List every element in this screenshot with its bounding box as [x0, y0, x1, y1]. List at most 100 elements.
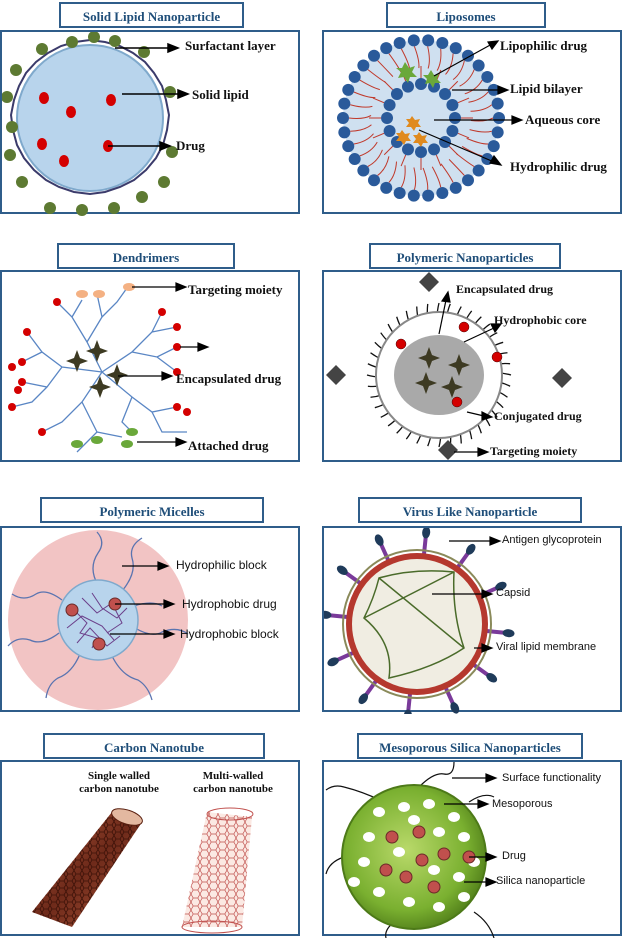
dend-encapsulated-drugs: [66, 340, 128, 398]
glycoprotein-head: [486, 672, 498, 683]
lipid-head: [401, 80, 414, 93]
lipid-head: [472, 164, 485, 177]
lipo-title: Liposomes: [386, 2, 546, 28]
lipid-head: [493, 112, 505, 124]
lipid-tail: [350, 104, 373, 108]
pore: [408, 815, 420, 825]
lipo-diagram: [337, 34, 524, 202]
lipid-tail: [448, 159, 465, 176]
pore: [348, 877, 360, 887]
glycoprotein-head: [327, 657, 339, 667]
dend-panel: Targeting moiety Encapsulated drug Attac…: [0, 270, 300, 462]
lipid-tail: [457, 132, 470, 139]
msn-diagram: [325, 762, 498, 938]
lipid-head: [367, 174, 380, 187]
pore: [403, 897, 415, 907]
lipid-head: [415, 146, 427, 158]
lipid-tail: [350, 124, 372, 132]
lipid-tail: [353, 133, 374, 145]
lipid-tail: [440, 163, 454, 183]
pore: [358, 857, 370, 867]
lipid-head: [338, 97, 351, 110]
lipid-head: [380, 181, 393, 194]
lipid-head: [436, 36, 449, 49]
lipid-head: [407, 34, 420, 47]
pnp-targeting-moieties: [326, 272, 572, 460]
lipo-panel: Lipophilic drug Lipid bilayer Aqueous co…: [322, 30, 622, 214]
lipid-tail: [377, 156, 390, 176]
lipid-tail: [469, 129, 492, 133]
glycoprotein-head: [336, 565, 348, 576]
dend-encapsulated-label: Encapsulated drug: [176, 371, 282, 386]
pnp-panel: Encapsulated drug Hydrophobic core Conju…: [322, 270, 622, 462]
dend-red-drugs: [8, 298, 191, 436]
msn-surface-chains: [325, 762, 495, 938]
cnt-title: Carbon Nanotube: [43, 733, 265, 759]
vlp-panel: Antigen glycoprotein Capsid Viral lipid …: [322, 526, 622, 714]
lipid-tail: [468, 91, 489, 103]
vlp-antigen-label: Antigen glycoprotein: [502, 534, 602, 546]
glycoprotein-head: [374, 534, 384, 546]
lipid-tail: [383, 80, 394, 91]
dend-attached-label: Attached drug: [188, 438, 269, 453]
sln-diagram: [2, 32, 191, 216]
pore: [423, 799, 435, 809]
dend-targeting-label: Targeting moiety: [188, 282, 283, 297]
pore: [433, 902, 445, 912]
vlp-capsid-label: Capsid: [496, 587, 531, 599]
sln-surfactant-outline: [9, 38, 171, 196]
dend-arrows: [118, 282, 210, 447]
pore: [458, 832, 470, 842]
glycoprotein-stalk: [335, 650, 355, 662]
pnp-core: [394, 335, 484, 415]
lipo-tails: [348, 46, 494, 190]
lipid-tail: [464, 79, 483, 95]
vlp-title: Virus Like Nanoparticle: [358, 497, 582, 523]
glycoprotein-head: [465, 543, 476, 555]
lipid-head: [348, 153, 361, 166]
pnp-conjugated-drugs: [395, 321, 503, 408]
msn-surface-label: Surface functionality: [502, 772, 602, 784]
lipid-tail: [459, 69, 475, 87]
lipid-head: [491, 126, 504, 139]
vlp-arrows: [432, 536, 502, 653]
micelle-hydrophilic-chains: [7, 531, 189, 701]
lipid-tail: [372, 97, 385, 104]
lipid-head: [401, 143, 414, 156]
glycoprotein-stalk: [379, 542, 391, 562]
lipid-head: [472, 59, 485, 72]
glycoprotein-stalk: [329, 613, 348, 620]
micelle-diagram: [7, 530, 189, 710]
sln-surfactant-label: Surfactant layer: [185, 38, 276, 53]
glycoprotein-head: [358, 693, 369, 705]
msn-arrows: [444, 773, 498, 887]
lipid-head: [446, 98, 459, 111]
lipid-head: [393, 36, 406, 49]
dend-title: Dendrimers: [57, 243, 235, 269]
msn-panel: Surface functionality Mesoporous Drug Si…: [322, 760, 622, 938]
lipid-head: [383, 98, 396, 111]
lipid-head: [428, 143, 441, 156]
glycoprotein-stalk: [363, 679, 378, 697]
lipid-tail: [457, 97, 470, 104]
lipid-head: [380, 42, 393, 55]
glycoprotein-stalk: [472, 663, 490, 678]
lipid-tail: [367, 149, 383, 167]
glycoprotein-head: [324, 610, 332, 619]
glycoprotein-stalk: [443, 686, 455, 706]
micelle-hydrophilic-label: Hydrophilic block: [176, 558, 267, 572]
glycoprotein-head: [495, 581, 507, 591]
cnt-panel: Single walled carbon nanotube Multi-wall…: [0, 760, 300, 936]
lipid-head: [348, 70, 361, 83]
lipid-tail: [436, 48, 442, 71]
lipid-tail: [427, 46, 430, 69]
sln-title: Solid Lipid Nanoparticle: [59, 2, 244, 28]
pore: [448, 812, 460, 822]
pore: [393, 847, 405, 857]
lipo-inner-heads: [381, 78, 461, 158]
lipid-head: [436, 187, 449, 200]
lipid-head: [357, 59, 370, 72]
micelle-drug-label: Hydrophobic drug: [182, 597, 277, 611]
msn-pores: [348, 799, 480, 912]
dend-attached-drugs: [71, 428, 138, 448]
